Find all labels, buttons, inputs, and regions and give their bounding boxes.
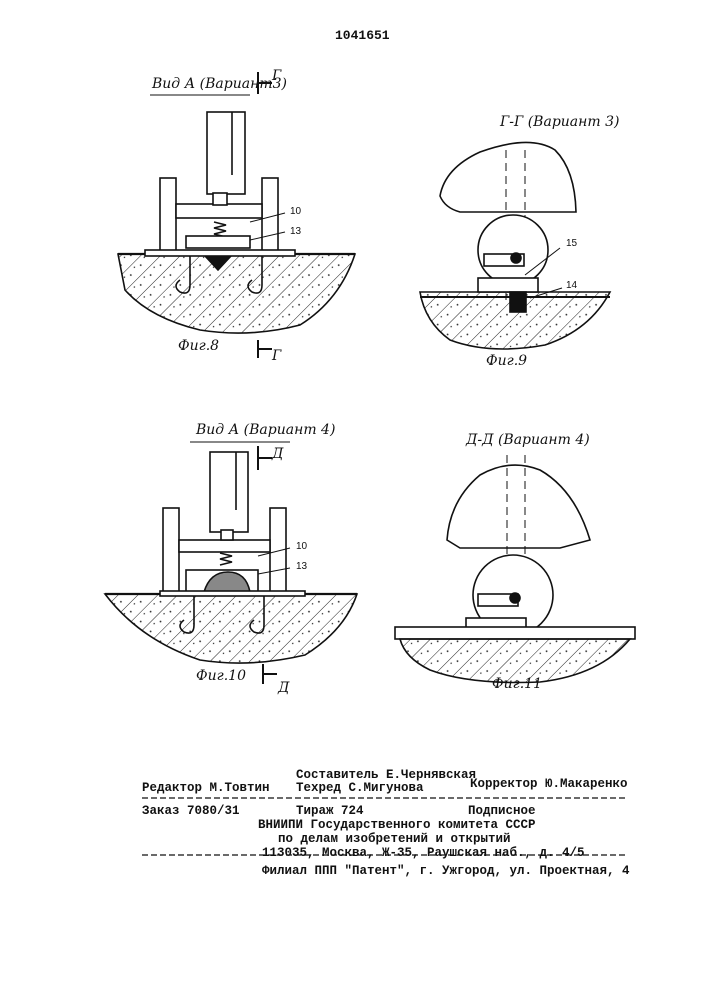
fig11-caption: Фиг.11	[492, 676, 542, 692]
footer-circulation: Тираж 724	[296, 804, 364, 818]
fig8-drawing	[118, 72, 355, 358]
fig9-label-15: 15	[566, 238, 577, 249]
fig11-drawing	[395, 455, 635, 683]
fig9-label-14: 14	[566, 280, 577, 291]
footer-corrector: Корректор Ю.Макаренко	[470, 777, 628, 791]
fig10-section-letter-top: Д	[272, 446, 283, 462]
fig9-caption: Фиг.9	[486, 353, 527, 369]
footer-subscription: Подписное	[468, 804, 536, 818]
footer-org-line3: 113035, Москва, Ж-35, Раушская наб., д. …	[262, 846, 585, 860]
document-number: 1041651	[335, 28, 390, 43]
fig10-label-13: 13	[296, 561, 307, 572]
fig8-label-13: 13	[290, 226, 301, 237]
fig10-view-label: Вид А (Вариант 4)	[196, 422, 335, 438]
fig8-section-letter-top: Г	[272, 68, 281, 84]
footer-org-line2: по делам изобретений и открытий	[278, 832, 511, 846]
footer-compiler: Составитель Е.Чернявская	[296, 768, 476, 782]
fig8-view-label: Вид А (Вариант3)	[152, 76, 287, 92]
footer-editor: Редактор М.Товтин	[142, 781, 270, 795]
fig8-caption: Фиг.8	[178, 338, 219, 354]
fig9-view-label: Г-Г (Вариант 3)	[500, 114, 619, 130]
fig11-view-label: Д-Д (Вариант 4)	[466, 432, 590, 448]
fig9-drawing	[420, 142, 610, 349]
footer-order: Заказ 7080/31	[142, 804, 240, 818]
fig8-section-letter-bottom: Г	[272, 348, 281, 364]
fig10-section-letter-bottom: Д	[278, 680, 289, 696]
footer-techred: Техред С.Мигунова	[296, 781, 424, 795]
fig10-drawing	[105, 442, 357, 684]
footer-branch: Филиал ППП "Патент", г. Ужгород, ул. Про…	[262, 864, 630, 878]
fig8-label-10: 10	[290, 206, 301, 217]
fig10-label-10: 10	[296, 541, 307, 552]
fig10-caption: Фиг.10	[196, 668, 246, 684]
footer-org-line1: ВНИИПИ Государственного комитета СССР	[258, 818, 536, 832]
